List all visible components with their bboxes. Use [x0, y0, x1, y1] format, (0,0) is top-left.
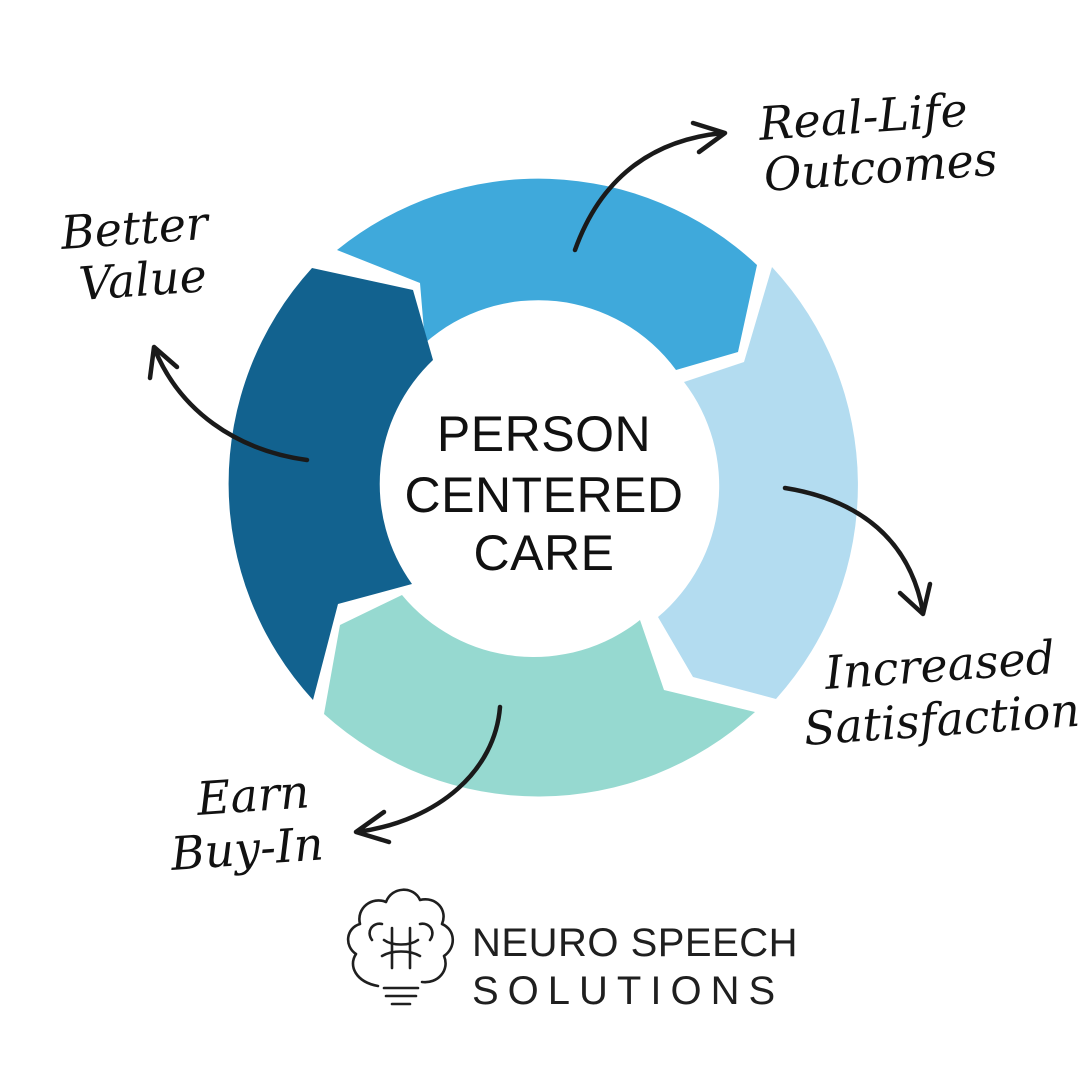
label-real-life-outcomes: Real-Life Outcomes — [756, 83, 999, 202]
label-better-value-line-2: Value — [77, 248, 208, 311]
arrow-bottom-curve — [355, 704, 503, 835]
arrow-top-curve — [572, 130, 726, 253]
brain-lightbulb-icon — [346, 888, 455, 1006]
brand-name-line-1: NEURO SPEECH — [472, 921, 798, 965]
arrow-left-head — [147, 344, 180, 381]
center-label: PERSON CENTERED CARE — [404, 406, 683, 581]
cycle-segment-top — [337, 178, 757, 370]
label-increased-satisfaction: Increased Satisfaction — [802, 630, 1080, 756]
arrows — [147, 120, 933, 845]
center-label-line-2: CENTERED — [404, 467, 683, 523]
cycle-segment-right — [658, 267, 858, 699]
center-label-line-1: PERSON — [437, 406, 651, 462]
label-earn-buy-in-line-1: Earn — [194, 764, 311, 826]
arrow-right-curve — [782, 485, 926, 615]
cycle-segment-bottom — [324, 595, 755, 797]
cycle-ring — [228, 178, 858, 797]
label-better-value-line-1: Better — [58, 196, 213, 260]
arrow-right-head — [897, 581, 933, 617]
center-label-line-3: CARE — [474, 525, 615, 581]
brand-logo: NEURO SPEECH SOLUTIONS — [346, 888, 798, 1013]
label-earn-buy-in-line-2: Buy-In — [168, 816, 325, 881]
arrow-bottom-head — [353, 809, 392, 845]
label-earn-buy-in: Earn Buy-In — [168, 764, 325, 881]
brand-name-line-2: SOLUTIONS — [472, 969, 784, 1013]
label-better-value: Better Value — [58, 196, 213, 311]
cycle-segment-left — [228, 268, 433, 700]
arrow-left-curve — [152, 347, 310, 463]
arrow-top-head — [690, 120, 728, 155]
cycle-labels: Real-Life Outcomes Better Value Increase… — [58, 83, 1080, 882]
